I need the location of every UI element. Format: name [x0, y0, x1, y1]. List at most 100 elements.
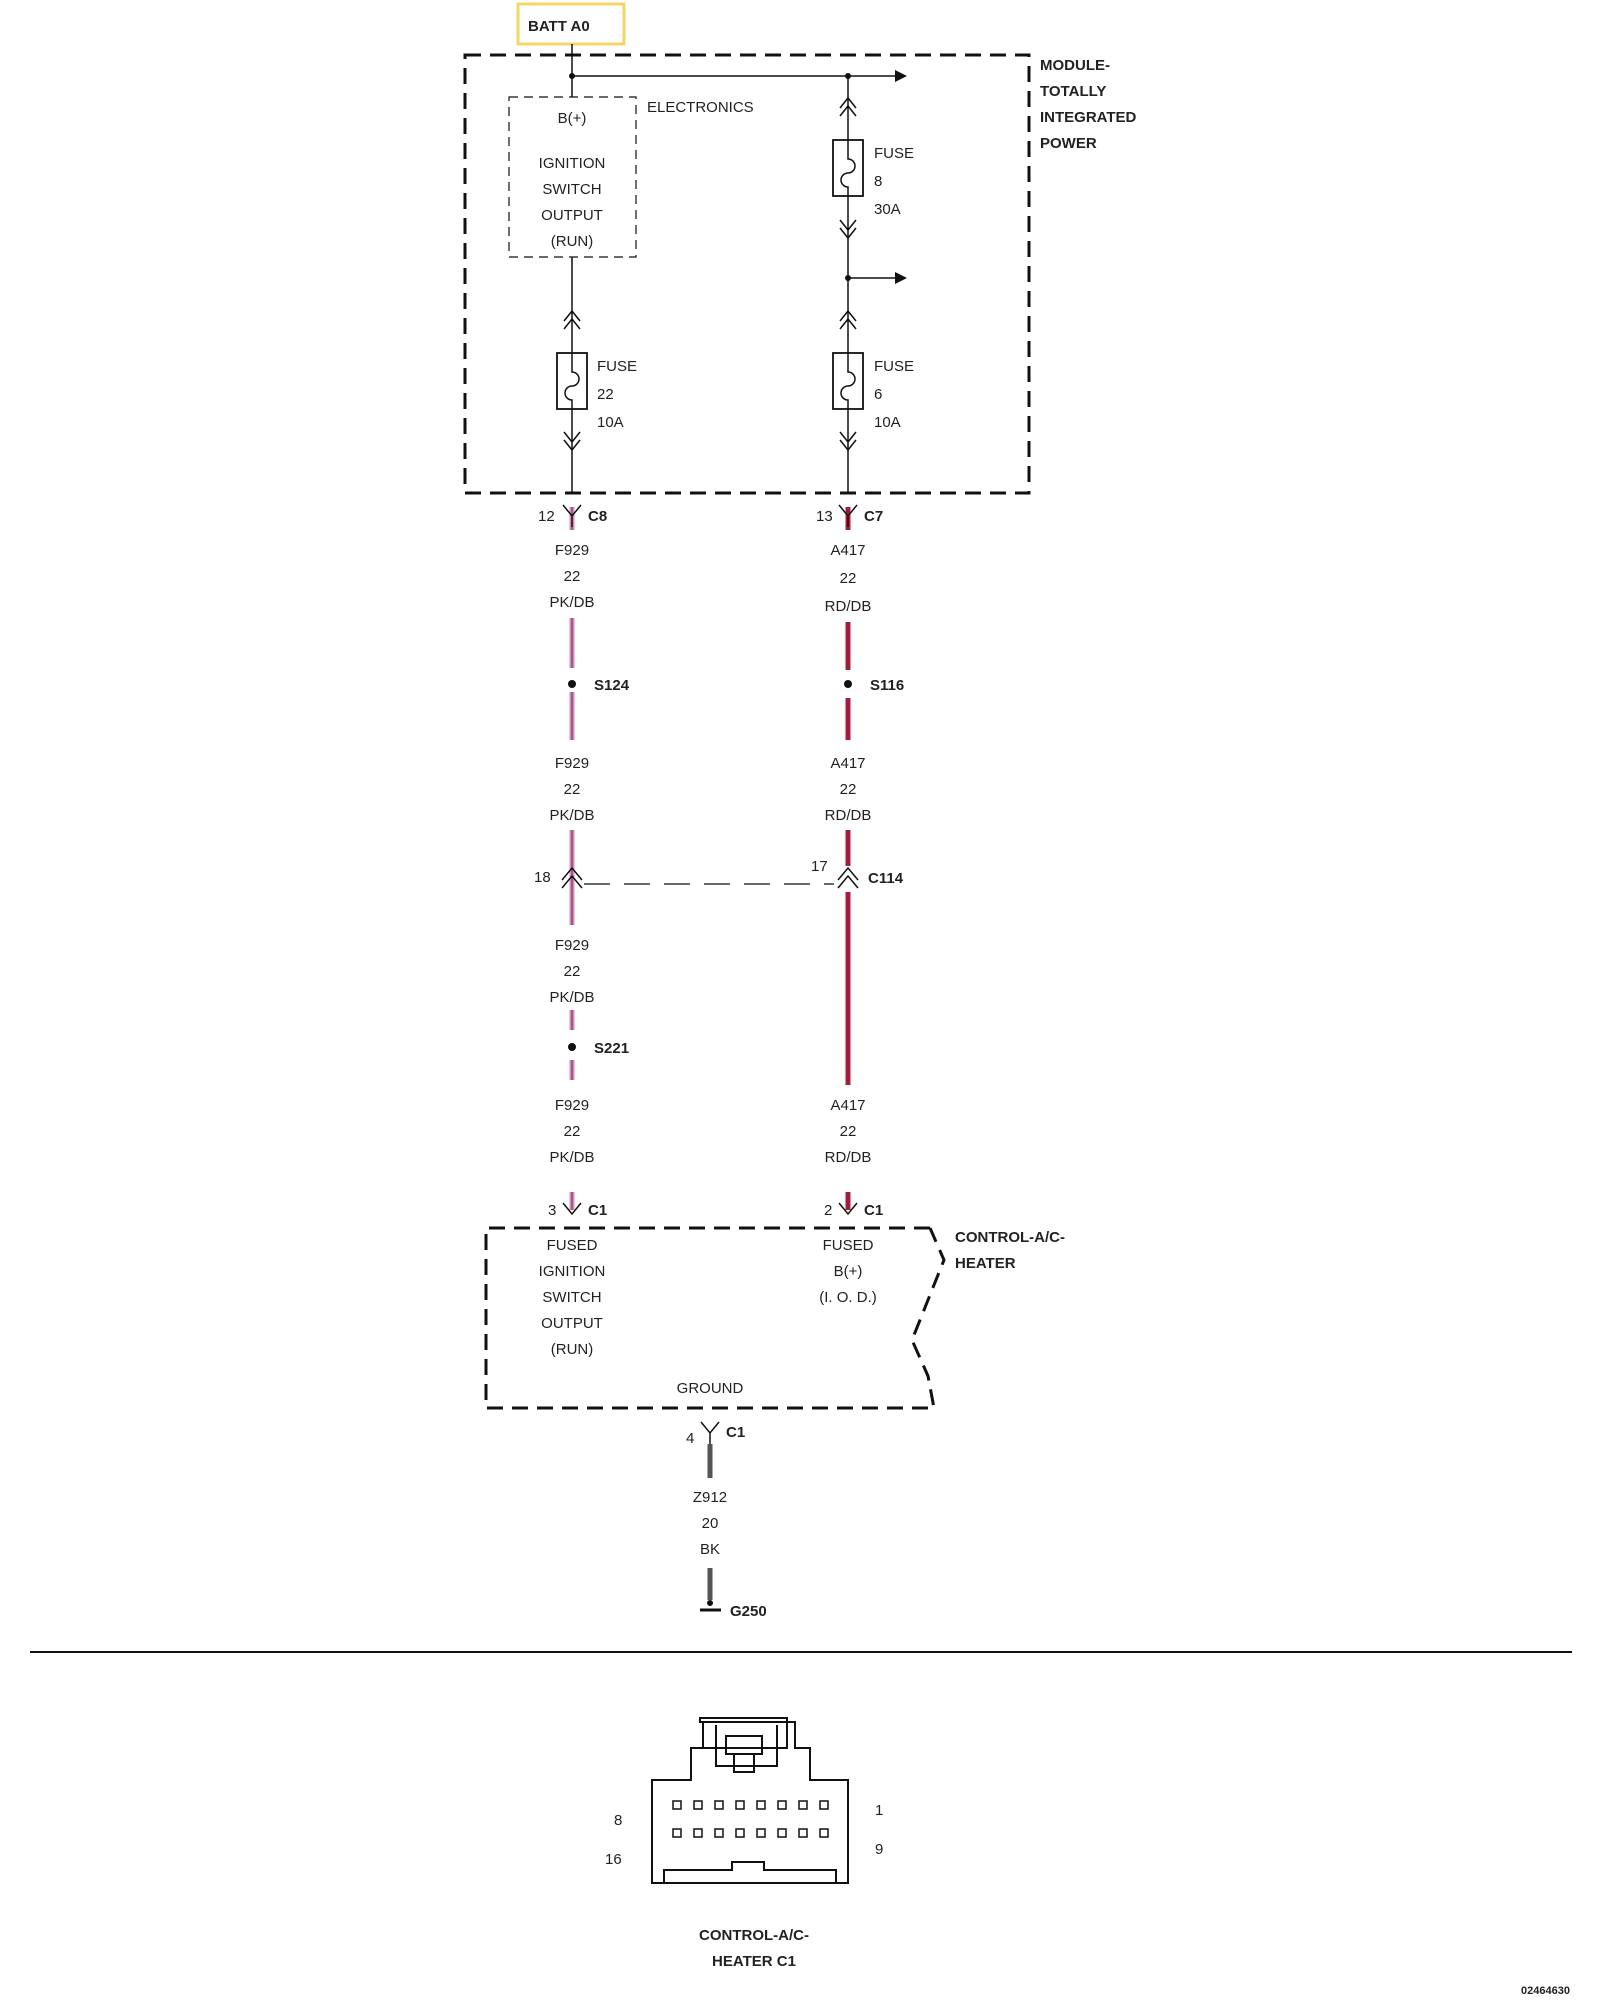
fuse-6 — [832, 352, 864, 410]
fuse-label-line: 22 — [597, 386, 614, 403]
pin-label-16: 16 — [605, 1851, 622, 1868]
connector-cavities — [672, 1800, 829, 1838]
control-title-line: HEATER — [955, 1255, 1016, 1272]
wire-label-line: F929 — [555, 1097, 589, 1114]
fuse-22-label: FUSE 22 10A — [597, 358, 637, 431]
module-title-line: INTEGRATED — [1040, 109, 1137, 126]
fuse-label-line: 30A — [874, 201, 901, 218]
splice-s221-label: S221 — [594, 1040, 629, 1057]
wire-label-line: 22 — [564, 963, 581, 980]
ignition-text-line: IGNITION — [539, 155, 606, 172]
ignition-switch-text: B(+) IGNITION SWITCH OUTPUT (RUN) — [539, 110, 606, 250]
splice-s221 — [568, 1043, 576, 1051]
fuse-label-line: 10A — [874, 414, 901, 431]
ignition-text-line: SWITCH — [542, 181, 601, 198]
fuse-8-label: FUSE 8 30A — [874, 145, 914, 218]
ground-symbol — [700, 1600, 721, 1612]
c114-right-connector-symbol — [837, 866, 859, 889]
splice-s124 — [568, 680, 576, 688]
fuse-22 — [556, 352, 588, 410]
wire-label-line: 22 — [564, 1123, 581, 1140]
connector-face-view — [651, 1717, 849, 1884]
fuse-label-line: 10A — [597, 414, 624, 431]
c7-connector-symbol — [838, 504, 858, 527]
c1-right-connector-symbol — [838, 1202, 858, 1216]
connector-title-line: HEATER C1 — [712, 1953, 796, 1970]
bus-junction — [569, 73, 575, 79]
fuse-label-line: FUSE — [597, 358, 637, 375]
control-ac-heater-border — [484, 1226, 946, 1410]
c114-left-connector-symbol — [561, 866, 583, 889]
splice-s116-label: S116 — [870, 677, 904, 694]
left-wire-label-1: F929 22 PK/DB — [549, 542, 594, 611]
ignition-text-line: OUTPUT — [541, 207, 603, 224]
wire-label-line: PK/DB — [549, 594, 594, 611]
wire-label-line: PK/DB — [549, 807, 594, 824]
wire-label-line: 22 — [840, 781, 857, 798]
left-wire-label-3: F929 22 PK/DB — [549, 937, 594, 1006]
wire-label-line: RD/DB — [825, 807, 872, 824]
wire-label-line: 22 — [564, 781, 581, 798]
c7-pin: 13 — [816, 508, 833, 525]
wire-label-line: 22 — [564, 568, 581, 585]
branch-junction — [845, 275, 851, 281]
wire-label-line: A417 — [830, 755, 865, 772]
control-right-text: FUSED B(+) (I. O. D.) — [819, 1237, 877, 1306]
module-tip-border — [463, 53, 1031, 495]
connector-title-line: CONTROL-A/C- — [699, 1927, 809, 1944]
c8-name: C8 — [588, 508, 607, 525]
battery-feed — [571, 44, 907, 97]
left-wire-label-4: F929 22 PK/DB — [549, 1097, 594, 1166]
fuse-label-line: 6 — [874, 386, 882, 403]
control-text-line: B(+) — [834, 1263, 863, 1280]
wire-label-line: Z912 — [693, 1489, 727, 1506]
wire-label-line: RD/DB — [825, 1149, 872, 1166]
pin-label-9: 9 — [875, 1841, 883, 1858]
control-left-text: FUSED IGNITION SWITCH OUTPUT (RUN) — [539, 1237, 606, 1358]
ground-wire-label: Z912 20 BK — [693, 1489, 727, 1558]
control-title-line: CONTROL-A/C- — [955, 1229, 1065, 1246]
fuse-label-line: 8 — [874, 173, 882, 190]
ground-connector: C1 — [726, 1424, 745, 1441]
splice-s116 — [844, 680, 852, 688]
right-wire-label-2: A417 22 RD/DB — [825, 755, 872, 824]
wire-label-line: A417 — [830, 1097, 865, 1114]
wire-label-line: RD/DB — [825, 598, 872, 615]
control-text-line: (RUN) — [551, 1341, 594, 1358]
batt-label-box — [516, 2, 626, 46]
module-title: MODULE- TOTALLY INTEGRATED POWER — [1040, 57, 1137, 152]
right-wire-label-1: A417 22 RD/DB — [825, 542, 872, 615]
wire-label-line: F929 — [555, 755, 589, 772]
ground-pin: 4 — [686, 1430, 694, 1447]
control-text-line: SWITCH — [542, 1289, 601, 1306]
c1-left-name: C1 — [588, 1202, 607, 1219]
left-wire-label-2: F929 22 PK/DB — [549, 755, 594, 824]
left-internal-wire — [563, 257, 581, 493]
electronics-label: ELECTRONICS — [647, 99, 754, 116]
figure-id: 02464630 — [1521, 1985, 1570, 1997]
c114-name: C114 — [868, 870, 904, 887]
module-title-line: MODULE- — [1040, 57, 1110, 74]
c1-right-name: C1 — [864, 1202, 883, 1219]
ground-g250-label: G250 — [730, 1603, 767, 1620]
control-text-line: IGNITION — [539, 1263, 606, 1280]
c8-pin: 12 — [538, 508, 555, 525]
fuse-label-line: FUSE — [874, 358, 914, 375]
pin-label-1: 1 — [875, 1802, 883, 1819]
wire-label-line: F929 — [555, 937, 589, 954]
right-wire-label-3: A417 22 RD/DB — [825, 1097, 872, 1166]
c1-ground-connector-symbol — [700, 1421, 720, 1444]
wire-label-line: 22 — [840, 1123, 857, 1140]
wire-label-line: 22 — [840, 570, 857, 587]
pin-label-8: 8 — [614, 1812, 622, 1829]
splice-s124-label: S124 — [594, 677, 630, 694]
fuse-8 — [832, 139, 864, 197]
control-text-line: FUSED — [823, 1237, 874, 1254]
c1-left-connector-symbol — [562, 1202, 582, 1216]
wire-label-line: 20 — [702, 1515, 719, 1532]
batt-label: BATT A0 — [528, 18, 590, 35]
c8-connector-symbol — [562, 504, 582, 527]
control-title: CONTROL-A/C- HEATER — [955, 1229, 1065, 1272]
connector-view-title: CONTROL-A/C- HEATER C1 — [699, 1927, 809, 1970]
